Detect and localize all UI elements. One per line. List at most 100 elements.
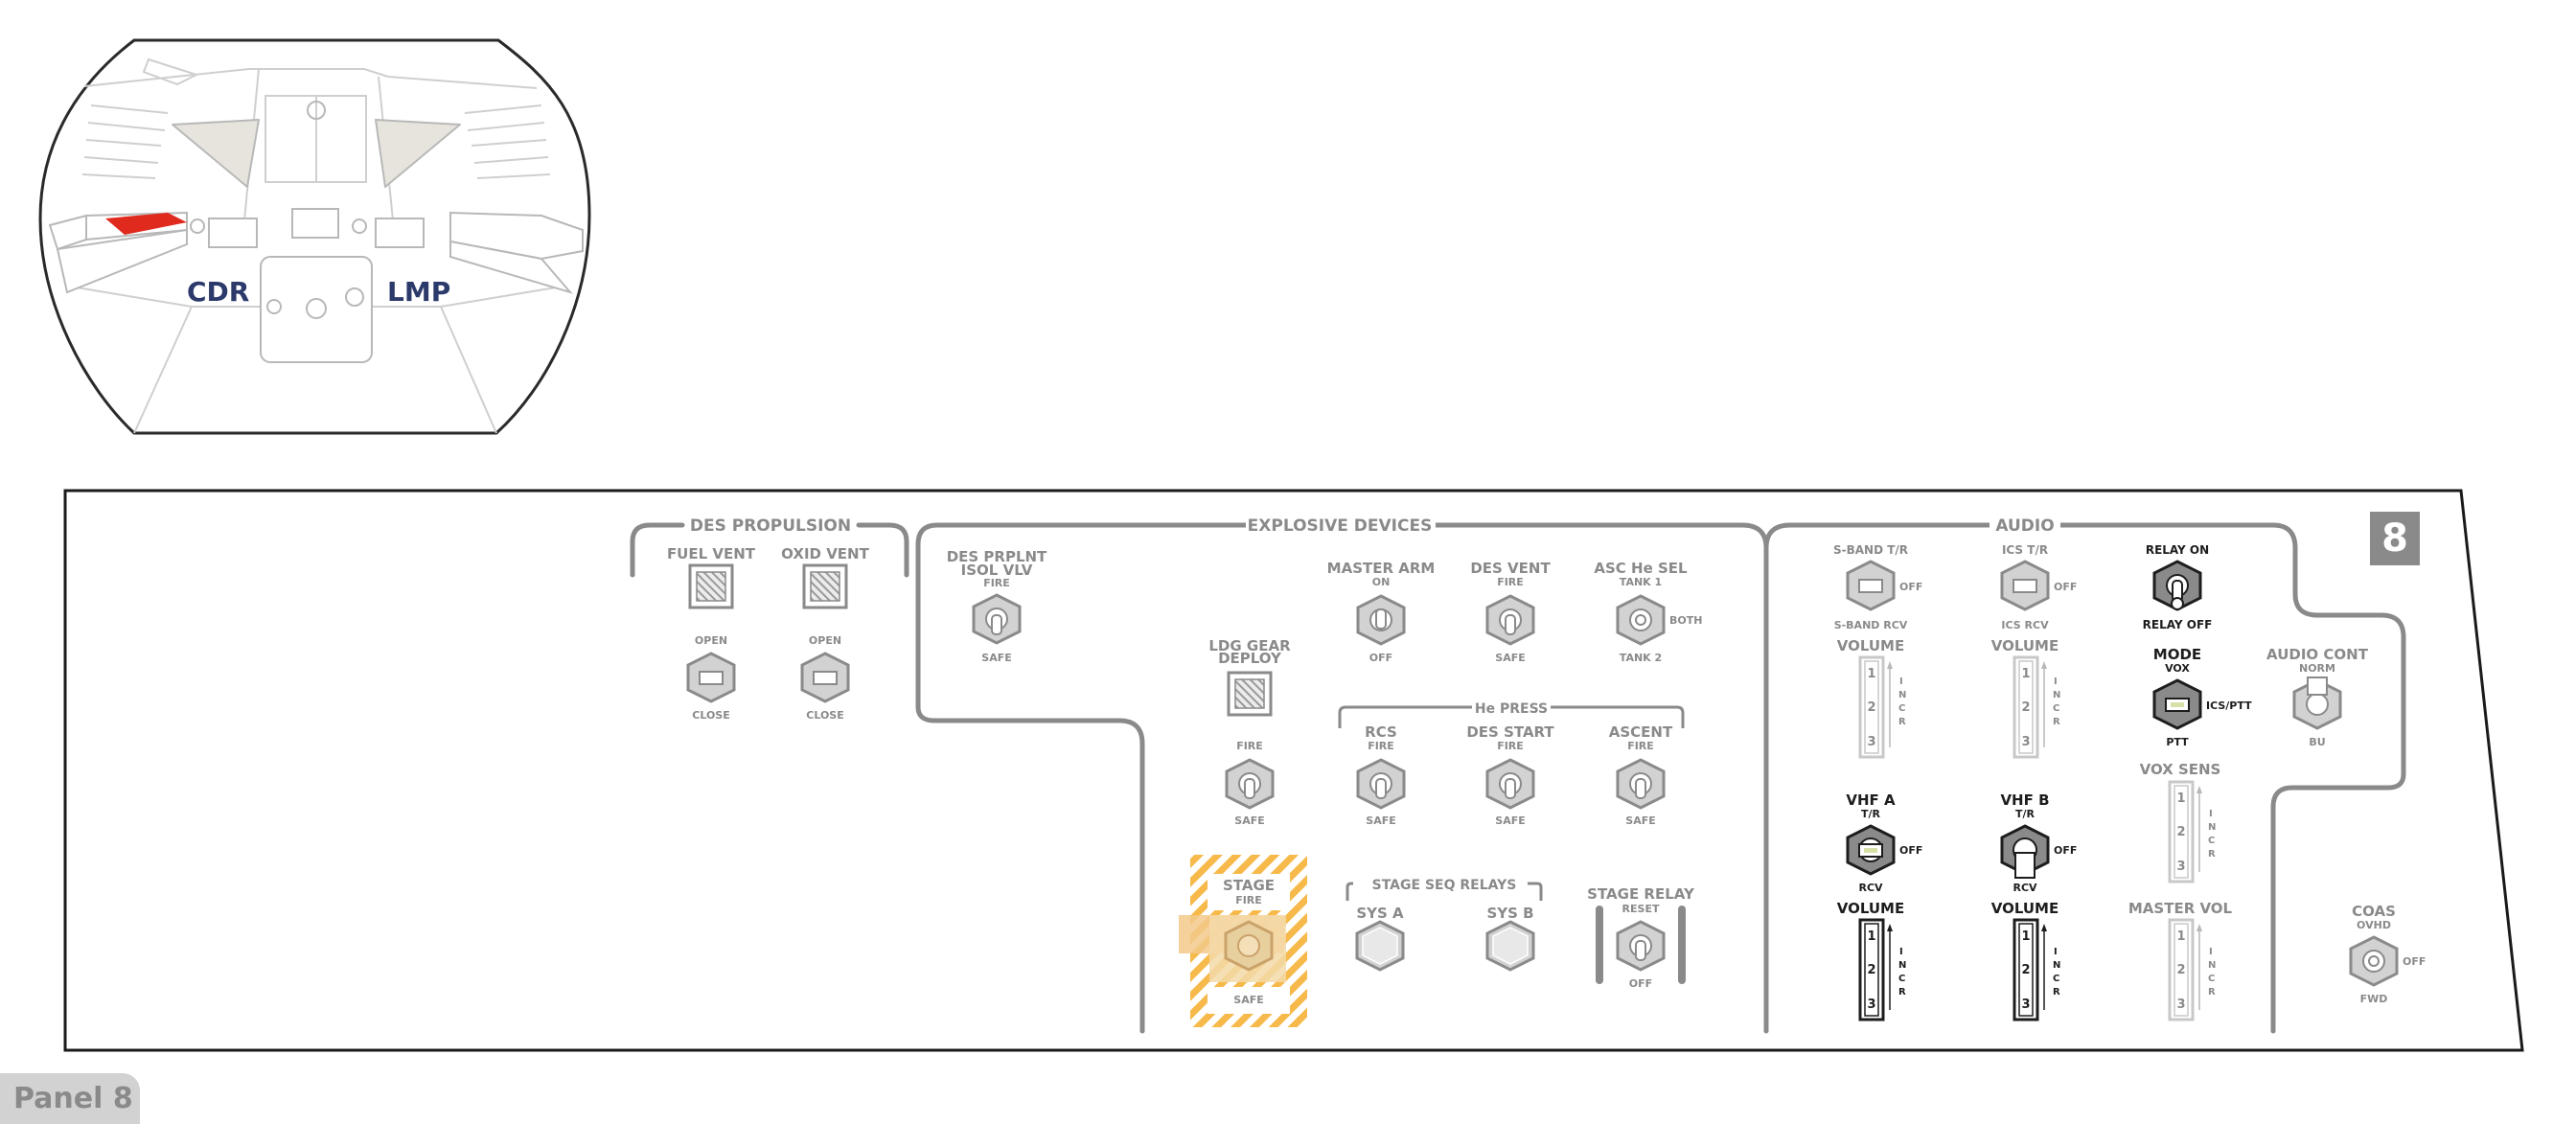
stage-relay-reset: RESET bbox=[1622, 903, 1660, 915]
des-start-label: DES START bbox=[1466, 723, 1554, 741]
vox-sens-label: VOX SENS bbox=[2140, 761, 2221, 778]
coas-off: OFF bbox=[2403, 955, 2426, 968]
ics-incr-n: N bbox=[2053, 690, 2060, 700]
des-vent-label: DES VENT bbox=[1470, 560, 1551, 577]
sband-tr-label: S-BAND T/R bbox=[1833, 543, 1908, 557]
vox-scale-2: 2 bbox=[2176, 825, 2185, 839]
vhf-b-tr: T/R bbox=[2015, 808, 2036, 820]
vhf-b-incr-c: C bbox=[2053, 974, 2059, 984]
oxid-vent-label: OXID VENT bbox=[781, 545, 869, 562]
rcs-safe: SAFE bbox=[1366, 814, 1395, 827]
vhf-a-scale-3: 3 bbox=[1867, 998, 1875, 1012]
vox-incr-n: N bbox=[2208, 822, 2216, 833]
asc-he-sel-group: ASC He SEL TANK 1 BOTH TANK 2 bbox=[1594, 560, 1702, 664]
fuel-vent-close: CLOSE bbox=[692, 709, 729, 722]
sys-b-group: SYS B bbox=[1485, 905, 1535, 972]
asc-he-sel-tank1: TANK 1 bbox=[1620, 576, 1662, 588]
master-vol-label: MASTER VOL bbox=[2128, 900, 2233, 917]
sband-scale-2: 2 bbox=[1867, 700, 1875, 715]
vhf-a-incr-i: I bbox=[1899, 947, 1903, 957]
master-vol-incr-n: N bbox=[2208, 960, 2216, 971]
mode-group: MODE VOX ICS/PTT PTT bbox=[2152, 646, 2252, 748]
des-start-safe: SAFE bbox=[1495, 814, 1525, 827]
panel-outline bbox=[63, 489, 2524, 1052]
stage-relay-group: STAGE RELAY RESET OFF bbox=[1587, 885, 1695, 990]
master-arm-on: ON bbox=[1372, 576, 1391, 588]
vhf-a-incr-n: N bbox=[1898, 960, 1906, 971]
ascent-fire: FIRE bbox=[1627, 740, 1654, 752]
rcs-fire: FIRE bbox=[1368, 740, 1394, 752]
sband-incr-i: I bbox=[1899, 677, 1903, 687]
master-arm-label: MASTER ARM bbox=[1327, 560, 1436, 577]
ics-incr-r: R bbox=[2053, 717, 2060, 727]
sband-off: OFF bbox=[1899, 581, 1922, 593]
stage-group: STAGE FIRE SAFE bbox=[1179, 855, 1307, 1027]
vhf-b-rcv: RCV bbox=[2012, 882, 2037, 894]
coas-fwd: FWD bbox=[2360, 993, 2388, 1005]
vox-scale-1: 1 bbox=[2176, 791, 2185, 806]
des-prplnt-group: DES PRPLNT ISOL VLV FIRE SAFE bbox=[947, 548, 1047, 664]
master-vol-group: MASTER VOL 1 2 3 I N C R bbox=[2128, 900, 2233, 1021]
ics-incr-i: I bbox=[2054, 677, 2058, 687]
ascent-safe: SAFE bbox=[1625, 814, 1655, 827]
ascent-label: ASCENT bbox=[1609, 723, 1673, 741]
stage-relay-label: STAGE RELAY bbox=[1587, 885, 1695, 903]
ics-off: OFF bbox=[2054, 581, 2077, 593]
vhf-a-label: VHF A bbox=[1846, 791, 1896, 809]
vhf-a-off: OFF bbox=[1899, 844, 1922, 857]
coas-ovhd: OVHD bbox=[2357, 919, 2391, 931]
cockpit-overview: CDR LMP bbox=[38, 38, 591, 435]
ldg-gear-group: LDG GEAR DEPLOY FIRE SAFE bbox=[1208, 637, 1291, 827]
master-vol-incr-c: C bbox=[2208, 974, 2215, 984]
ldg-gear-fire: FIRE bbox=[1236, 740, 1263, 752]
vhf-b-group: VHF B T/R OFF RCV VOLUME 1 2 3 I N C R bbox=[1991, 791, 2077, 1021]
vox-incr-r: R bbox=[2208, 849, 2216, 860]
sband-incr-n: N bbox=[1898, 690, 1906, 700]
oxid-vent-group: OXID VENT OPEN CLOSE bbox=[781, 545, 869, 722]
vhf-a-scale-1: 1 bbox=[1867, 929, 1875, 944]
vhf-b-scale-2: 2 bbox=[2021, 963, 2030, 977]
relay-group: RELAY ON RELAY OFF bbox=[2143, 543, 2213, 631]
ics-volume-label: VOLUME bbox=[1991, 637, 2058, 654]
he-press-label: He PRESS bbox=[1475, 701, 1548, 717]
des-start-fire: FIRE bbox=[1497, 740, 1524, 752]
sys-a-group: SYS A bbox=[1355, 905, 1405, 972]
stage-label: STAGE bbox=[1223, 877, 1275, 894]
master-arm-off: OFF bbox=[1369, 652, 1392, 664]
vox-scale-3: 3 bbox=[2176, 860, 2185, 874]
panel-tab[interactable]: Panel 8 bbox=[0, 1073, 140, 1124]
stage-seq-relays-label: STAGE SEQ RELAYS bbox=[1372, 878, 1517, 893]
des-prplnt-label-2: ISOL VLV bbox=[961, 562, 1033, 579]
sys-a-label: SYS A bbox=[1356, 905, 1404, 922]
sband-incr-c: C bbox=[1898, 703, 1905, 714]
sband-group: S-BAND T/R OFF S-BAND RCV VOLUME 1 2 3 I… bbox=[1833, 543, 1922, 759]
vox-incr-c: C bbox=[2208, 836, 2215, 846]
vhf-b-volume-label: VOLUME bbox=[1991, 900, 2058, 917]
master-vol-scale-3: 3 bbox=[2176, 998, 2185, 1012]
vhf-b-label: VHF B bbox=[2000, 791, 2049, 809]
asc-he-sel-tank2: TANK 2 bbox=[1620, 652, 1662, 664]
ldg-gear-label-2: DEPLOY bbox=[1218, 650, 1282, 667]
vhf-a-rcv: RCV bbox=[1858, 882, 1883, 894]
stage-relay-off: OFF bbox=[1629, 977, 1652, 990]
stage-safe: SAFE bbox=[1233, 994, 1263, 1006]
vox-sens-group: VOX SENS 1 2 3 I N C R bbox=[2140, 761, 2221, 883]
stage-fire: FIRE bbox=[1235, 894, 1262, 906]
master-vol-incr-r: R bbox=[2208, 987, 2216, 998]
oxid-vent-open: OPEN bbox=[809, 634, 841, 647]
master-vol-scale-2: 2 bbox=[2176, 963, 2185, 977]
fuel-vent-label: FUEL VENT bbox=[667, 545, 756, 562]
ldg-gear-safe: SAFE bbox=[1234, 814, 1264, 827]
mode-ptt: PTT bbox=[2166, 736, 2189, 748]
ics-scale-2: 2 bbox=[2021, 700, 2030, 715]
fuel-vent-open: OPEN bbox=[695, 634, 727, 647]
relay-off-label: RELAY OFF bbox=[2143, 618, 2213, 631]
ldg-gear-label: LDG GEAR bbox=[1208, 637, 1291, 654]
ics-tr-label: ICS T/R bbox=[2002, 543, 2048, 557]
mode-vox: VOX bbox=[2165, 662, 2190, 675]
vhf-a-volume-label: VOLUME bbox=[1837, 900, 1904, 917]
vhf-b-incr-n: N bbox=[2053, 960, 2060, 971]
sband-scale-1: 1 bbox=[1867, 667, 1875, 681]
sband-scale-3: 3 bbox=[1867, 735, 1875, 749]
cdr-label: CDR bbox=[187, 276, 249, 308]
